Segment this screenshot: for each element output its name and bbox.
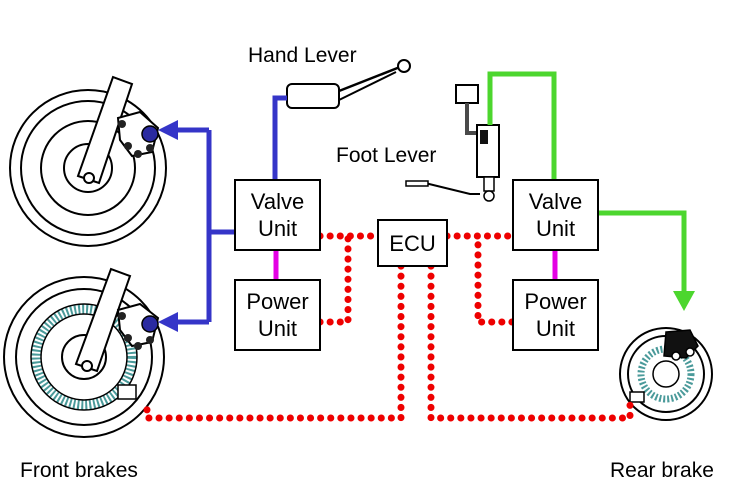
front-brake-disc-lower [31, 304, 137, 410]
front-caliper-upper [116, 110, 160, 158]
rear-valve-unit: Valve Unit [512, 179, 599, 251]
front-power-line1: Power [246, 289, 309, 314]
front-wheel-lower [3, 276, 165, 438]
front-fork-upper [76, 75, 134, 185]
front-valve-line1: Valve [250, 189, 305, 214]
rear-power-line2: Unit [535, 316, 576, 341]
front-power-unit: Power Unit [234, 279, 321, 351]
front-brakes-label: Front brakes [20, 459, 138, 482]
rear-caliper [663, 329, 699, 361]
front-arrow-upper [158, 120, 178, 140]
electrical-wiring [143, 232, 634, 422]
front-hydraulic-lines [176, 95, 287, 325]
foot-lever-label: Foot Lever [336, 144, 437, 167]
ecu-label: ECU [389, 230, 436, 256]
front-caliper-lower [116, 302, 160, 350]
front-power-line2: Unit [257, 316, 298, 341]
ecu-unit: ECU [377, 219, 448, 267]
rear-arrow [673, 291, 695, 311]
front-valve-line2: Unit [257, 216, 298, 241]
rear-brake-label: Rear brake [610, 459, 714, 482]
rear-power-line1: Power [524, 289, 587, 314]
hand-lever-label: Hand Lever [248, 44, 357, 67]
rear-valve-line2: Unit [535, 216, 576, 241]
front-wheel-upper [9, 89, 167, 247]
rear-hydraulic-lines [487, 71, 687, 293]
hand-lever [286, 59, 411, 109]
front-valve-unit: Valve Unit [234, 179, 321, 251]
front-fork-lower [74, 267, 137, 400]
rear-valve-line1: Valve [528, 189, 583, 214]
front-arrow-lower [158, 312, 178, 332]
foot-lever [405, 84, 500, 202]
rear-power-unit: Power Unit [512, 279, 599, 351]
